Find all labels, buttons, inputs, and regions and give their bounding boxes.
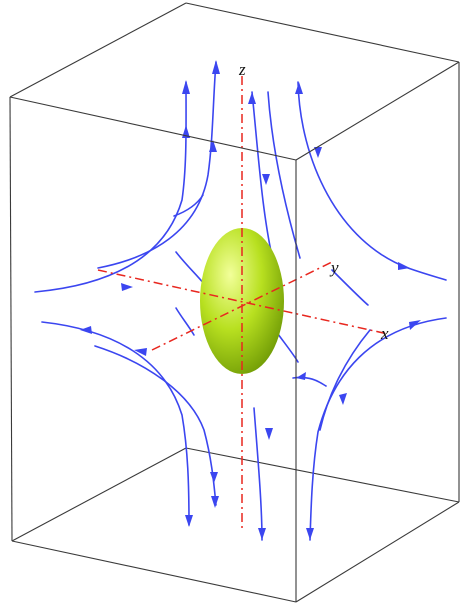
y-axis — [151, 261, 333, 351]
arrowhead — [211, 496, 219, 508]
arrowhead — [262, 174, 270, 185]
arrowhead — [210, 472, 218, 483]
arrowhead — [314, 147, 322, 158]
box-edge — [185, 2, 460, 63]
box-edge — [185, 447, 460, 503]
arrowhead — [182, 125, 190, 138]
streamline — [319, 329, 371, 431]
axis-label-y: y — [329, 258, 339, 277]
arrowhead — [80, 326, 92, 334]
arrowhead — [212, 60, 220, 74]
arrowhead — [258, 528, 266, 540]
axis-label-x: x — [380, 324, 389, 343]
streamline — [97, 61, 217, 269]
arrowhead — [339, 393, 347, 405]
box-edge — [9, 96, 297, 161]
streamline — [309, 317, 447, 541]
box-front-edges — [9, 61, 460, 603]
streamline — [292, 376, 327, 387]
x-axis — [97, 269, 389, 335]
streamline — [173, 194, 204, 217]
streamline — [175, 307, 195, 336]
arrowhead — [295, 82, 303, 94]
streamline — [331, 269, 369, 306]
arrowhead — [306, 528, 314, 540]
streamline — [251, 91, 275, 266]
box-edge — [11, 447, 187, 542]
box-edge — [11, 540, 297, 603]
arrowhead — [134, 348, 147, 356]
box-edge — [9, 96, 13, 542]
streamlines — [34, 60, 447, 541]
arrowhead — [121, 283, 133, 291]
streamline — [267, 91, 301, 259]
arrowhead — [265, 428, 273, 440]
box-edge — [295, 61, 460, 161]
arrowhead — [248, 92, 256, 104]
arrowhead — [296, 372, 306, 380]
arrowhead — [182, 80, 190, 94]
box-back-edges — [9, 2, 460, 542]
streamline — [34, 81, 187, 293]
arrowhead — [398, 262, 410, 270]
streamline — [297, 81, 447, 281]
streamline — [253, 407, 263, 541]
ellipsoid — [200, 228, 284, 374]
box-edge — [9, 2, 187, 98]
arrowhead — [409, 320, 421, 330]
box-edge — [295, 501, 460, 603]
streamline — [41, 321, 190, 526]
coordinate-axes — [97, 76, 389, 528]
axis-label-z: z — [238, 60, 246, 79]
arrowhead — [209, 140, 217, 152]
arrowhead — [185, 515, 193, 527]
